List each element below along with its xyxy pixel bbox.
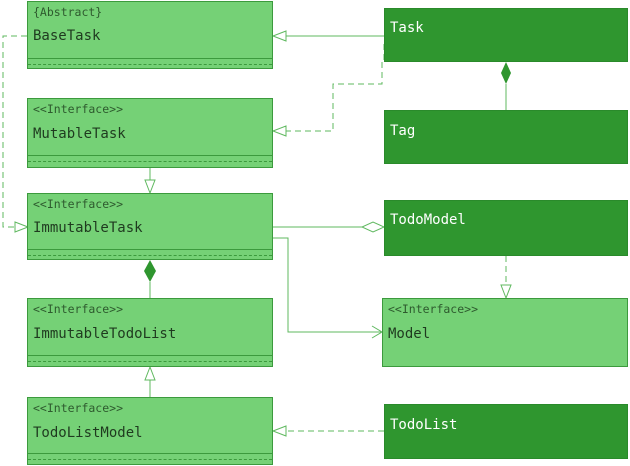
class-divider	[28, 64, 272, 65]
class-divider	[28, 58, 272, 59]
class-stereotype: <<Interface>>	[388, 302, 479, 316]
diamond-filled	[501, 62, 511, 84]
class-name: TodoModel	[390, 212, 466, 228]
arrowhead-hollow	[500, 284, 512, 300]
class-name: MutableTask	[33, 126, 126, 142]
class-name: ImmutableTask	[33, 220, 143, 236]
class-basetask[interactable]: {Abstract} BaseTask	[27, 1, 273, 69]
class-todolist[interactable]: TodoList	[384, 404, 628, 459]
class-stereotype: {Abstract}	[33, 5, 103, 19]
class-name: BaseTask	[33, 28, 101, 44]
class-mutabletask[interactable]: <<Interface>> MutableTask	[27, 98, 273, 168]
arrowhead-hollow	[144, 365, 156, 381]
class-divider	[28, 155, 272, 156]
class-name: ImmutableTodoList	[33, 326, 177, 342]
arrowhead-hollow	[271, 30, 287, 42]
class-immutabletask[interactable]: <<Interface>> ImmutableTask	[27, 193, 273, 260]
class-todolistmodel[interactable]: <<Interface>> TodoListModel	[27, 397, 273, 465]
class-divider	[28, 453, 272, 454]
class-divider	[28, 459, 272, 460]
class-model[interactable]: <<Interface>> Model	[382, 298, 628, 367]
diamond-hollow	[360, 221, 386, 233]
class-divider	[28, 255, 272, 256]
class-divider	[28, 361, 272, 362]
diamond-filled	[144, 260, 156, 282]
edge-immutabletask-model	[273, 237, 382, 333]
class-divider	[28, 249, 272, 250]
arrowhead-hollow	[271, 425, 287, 437]
class-task[interactable]: Task	[384, 8, 628, 62]
class-tag[interactable]: Tag	[384, 110, 628, 164]
arrowhead-hollow	[271, 125, 287, 137]
class-stereotype: <<Interface>>	[33, 197, 124, 211]
class-divider	[28, 355, 272, 356]
arrowhead-hollow	[144, 179, 156, 195]
edge-basetask-immutabletask	[2, 35, 27, 228]
edge-task-mutabletask	[286, 44, 385, 132]
class-name: TodoListModel	[33, 425, 143, 441]
class-stereotype: <<Interface>>	[33, 302, 124, 316]
class-stereotype: <<Interface>>	[33, 401, 124, 415]
class-stereotype: <<Interface>>	[33, 102, 124, 116]
arrowhead-hollow	[14, 221, 30, 233]
class-todomodel[interactable]: TodoModel	[384, 200, 628, 256]
class-name: Tag	[390, 123, 416, 139]
class-name: Task	[390, 20, 424, 36]
class-name: TodoList	[390, 417, 458, 433]
class-immutabletodolist[interactable]: <<Interface>> ImmutableTodoList	[27, 298, 273, 367]
class-divider	[28, 161, 272, 162]
class-name: Model	[388, 326, 431, 342]
